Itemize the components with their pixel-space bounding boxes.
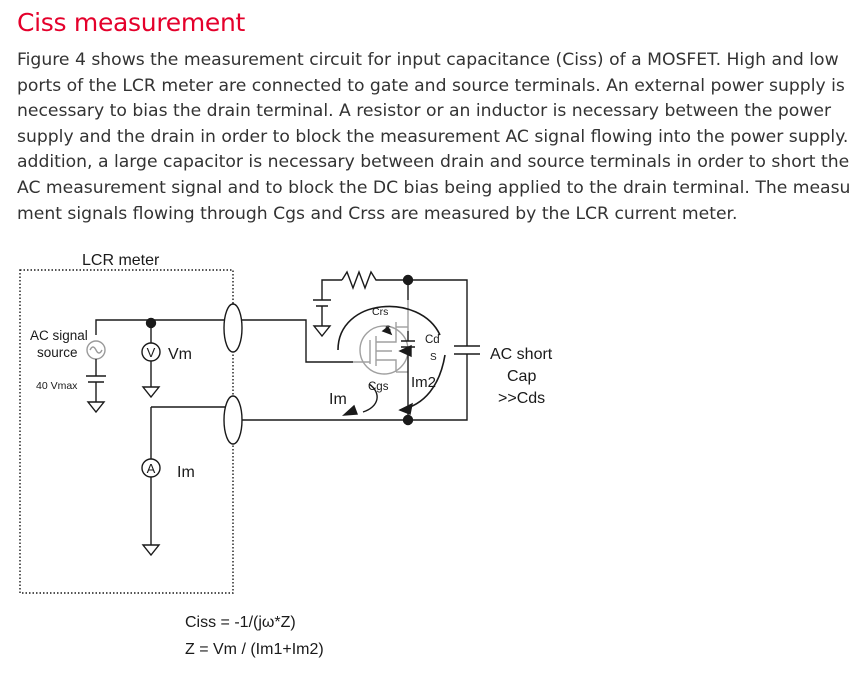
crss-current-arc: [337, 305, 441, 351]
cgs-current-arc: [362, 383, 378, 413]
paragraph-line: supply and the drain in order to block t…: [17, 126, 849, 147]
ammeter-symbol: A: [147, 461, 156, 476]
ac-short-capacitor: [408, 345, 480, 421]
paragraph-line: addition, a large capacitor is necessary…: [17, 152, 849, 173]
paragraph-line: Figure 4 shows the measurement circuit f…: [17, 50, 839, 70]
vm-label: Vm: [168, 346, 192, 363]
im-label: Im: [329, 391, 347, 408]
paragraph-line: necessary to bias the drain terminal. A …: [17, 101, 832, 122]
paragraph-line: AC measurement signal and to block the D…: [17, 177, 849, 198]
crs-label: Crs: [372, 306, 388, 318]
lcr-meter-box: [19, 269, 234, 594]
ac-source-block: [86, 319, 230, 414]
voltmeter-block: [141, 317, 161, 399]
low-port-connector: [223, 395, 243, 445]
ac-short-label: AC short: [490, 346, 553, 363]
cgs-label: Cgs: [368, 381, 389, 393]
lcr-meter-label: LCR meter: [82, 252, 160, 269]
paragraph-line: ports of the LCR meter are connected to …: [17, 75, 845, 96]
im2-label: Im2: [411, 374, 436, 391]
bias-resistor: [341, 270, 408, 290]
im-meter-label: Im: [177, 464, 195, 481]
s-top-label: S: [385, 324, 391, 334]
cds-capacitor: [401, 331, 415, 355]
s-bottom-label: S: [430, 352, 437, 363]
voltmeter-symbol: V: [147, 345, 156, 360]
high-port-connector: [223, 303, 243, 353]
description-paragraph: Figure 4 shows the measurement circuit f…: [17, 48, 849, 227]
cds-compare-label: >>Cds: [498, 390, 545, 407]
ciss-circuit-diagram: LCR meter AC signal source 40 Vmax V Vm …: [19, 252, 553, 658]
z-formula: Z = Vm / (Im1+Im2): [185, 641, 324, 658]
ammeter-block: [141, 406, 230, 557]
cap-label: Cap: [507, 368, 536, 385]
source-label: source: [37, 345, 78, 360]
paragraph-line: ment signals flowing through Cgs and Crs…: [17, 203, 738, 224]
bias-supply: [312, 279, 342, 338]
ac-signal-label: AC signal: [30, 328, 88, 343]
vmax-label: 40 Vmax: [36, 380, 78, 392]
page-title: Ciss measurement: [17, 8, 246, 37]
ciss-formula: Ciss = -1/(jω*Z): [185, 614, 296, 631]
cds-label: Cd: [425, 334, 440, 346]
